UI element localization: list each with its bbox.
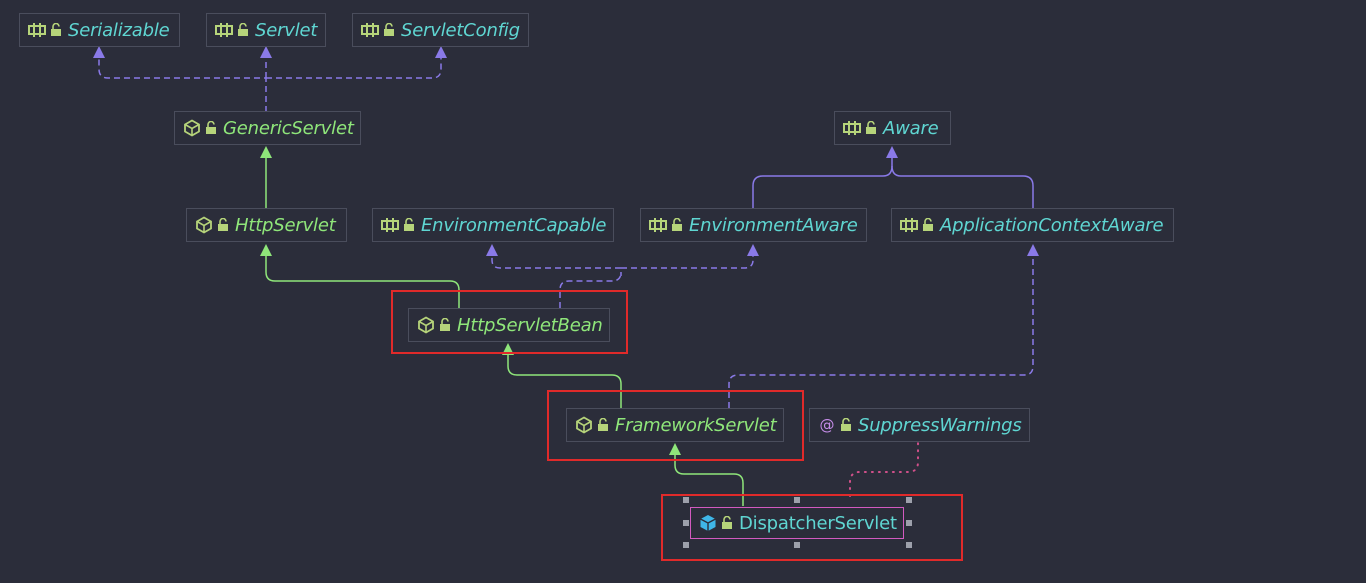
node-label: SuppressWarnings <box>858 414 1022 436</box>
node-aware[interactable]: Aware <box>834 111 951 145</box>
node-label: GenericServlet <box>223 117 354 139</box>
node-suppresswarnings[interactable]: @ SuppressWarnings <box>809 408 1030 442</box>
interface-icon <box>215 23 233 37</box>
public-lock-icon <box>866 121 876 134</box>
edge-dispatcherservlet-extends-frameworkservlet <box>674 454 744 506</box>
node-genericservlet[interactable]: GenericServlet <box>174 111 361 145</box>
node-label: EnvironmentCapable <box>421 214 607 236</box>
node-dispatcherservlet[interactable]: DispatcherServlet <box>690 507 904 539</box>
interface-icon <box>28 23 46 37</box>
arrowhead-aware <box>886 146 898 158</box>
public-lock-icon <box>672 218 682 231</box>
arrowheads-genericservlet <box>93 46 447 58</box>
selection-handle[interactable] <box>906 497 912 503</box>
edge-httpservletbean-extends-httpservlet <box>265 254 460 308</box>
node-httpservletbean[interactable]: HttpServletBean <box>408 308 610 342</box>
public-lock-icon <box>841 418 851 431</box>
edge-frameworkservlet-implements-applicationcontextaware <box>728 254 1034 408</box>
public-lock-icon <box>384 23 394 36</box>
abstract-class-icon <box>418 316 434 334</box>
svg-text:@: @ <box>820 416 835 434</box>
public-lock-icon <box>404 218 414 231</box>
abstract-class-icon <box>576 416 592 434</box>
public-lock-icon <box>218 218 228 231</box>
node-environmentaware[interactable]: EnvironmentAware <box>640 208 867 242</box>
node-label: FrameworkServlet <box>615 414 777 436</box>
arrowhead-applicationcontextaware <box>1027 244 1039 256</box>
selection-handle[interactable] <box>794 497 800 503</box>
node-label: HttpServlet <box>235 214 336 236</box>
node-frameworkservlet[interactable]: FrameworkServlet <box>566 408 784 442</box>
selection-handle[interactable] <box>683 520 689 526</box>
node-httpservlet[interactable]: HttpServlet <box>186 208 347 242</box>
interface-icon <box>843 121 861 135</box>
node-environmentcapable[interactable]: EnvironmentCapable <box>372 208 614 242</box>
node-label: ServletConfig <box>401 19 520 41</box>
node-serializable[interactable]: Serializable <box>19 13 180 47</box>
public-lock-icon <box>722 516 732 529</box>
class-icon <box>700 515 716 531</box>
selection-handle[interactable] <box>906 520 912 526</box>
highlight-dispatcherservlet <box>661 494 963 561</box>
node-servlet[interactable]: Servlet <box>206 13 326 47</box>
highlight-frameworkservlet <box>547 390 804 461</box>
arrowhead-frameworkservlet <box>669 443 681 455</box>
node-label: Serializable <box>68 19 170 41</box>
selection-handle[interactable] <box>683 497 689 503</box>
node-label: Aware <box>883 117 939 139</box>
highlight-httpservletbean <box>391 290 628 354</box>
edge-frameworkservlet-extends-httpservletbean <box>507 354 622 408</box>
node-servletconfig[interactable]: ServletConfig <box>352 13 529 47</box>
public-lock-icon <box>440 318 450 331</box>
public-lock-icon <box>923 218 933 231</box>
arrowhead-genericservlet <box>260 146 272 158</box>
selection-handle[interactable] <box>906 542 912 548</box>
abstract-class-icon <box>196 216 212 234</box>
node-applicationcontextaware[interactable]: ApplicationContextAware <box>891 208 1174 242</box>
selection-handle[interactable] <box>683 542 689 548</box>
public-lock-icon <box>238 23 248 36</box>
interface-icon <box>361 23 379 37</box>
interface-icon <box>381 218 399 232</box>
node-label: EnvironmentAware <box>689 214 858 236</box>
arrowheads-httpservletbean <box>486 244 759 256</box>
edge-httpservletbean-implements <box>491 254 754 308</box>
public-lock-icon <box>206 121 216 134</box>
node-label: HttpServletBean <box>457 314 603 336</box>
interface-icon <box>649 218 667 232</box>
edge-genericservlet-implements <box>98 50 442 112</box>
edge-dispatcherservlet-annotated-suppresswarnings <box>849 442 919 497</box>
interface-icon <box>900 218 918 232</box>
edge-aware-extends <box>752 156 1034 208</box>
abstract-class-icon <box>184 119 200 137</box>
node-label: DispatcherServlet <box>739 512 897 534</box>
arrowhead-httpservlet <box>260 244 272 256</box>
public-lock-icon <box>51 23 61 36</box>
public-lock-icon <box>598 418 608 431</box>
node-label: Servlet <box>255 19 318 41</box>
selection-handle[interactable] <box>794 542 800 548</box>
annotation-icon: @ <box>820 416 835 434</box>
node-label: ApplicationContextAware <box>940 214 1164 236</box>
